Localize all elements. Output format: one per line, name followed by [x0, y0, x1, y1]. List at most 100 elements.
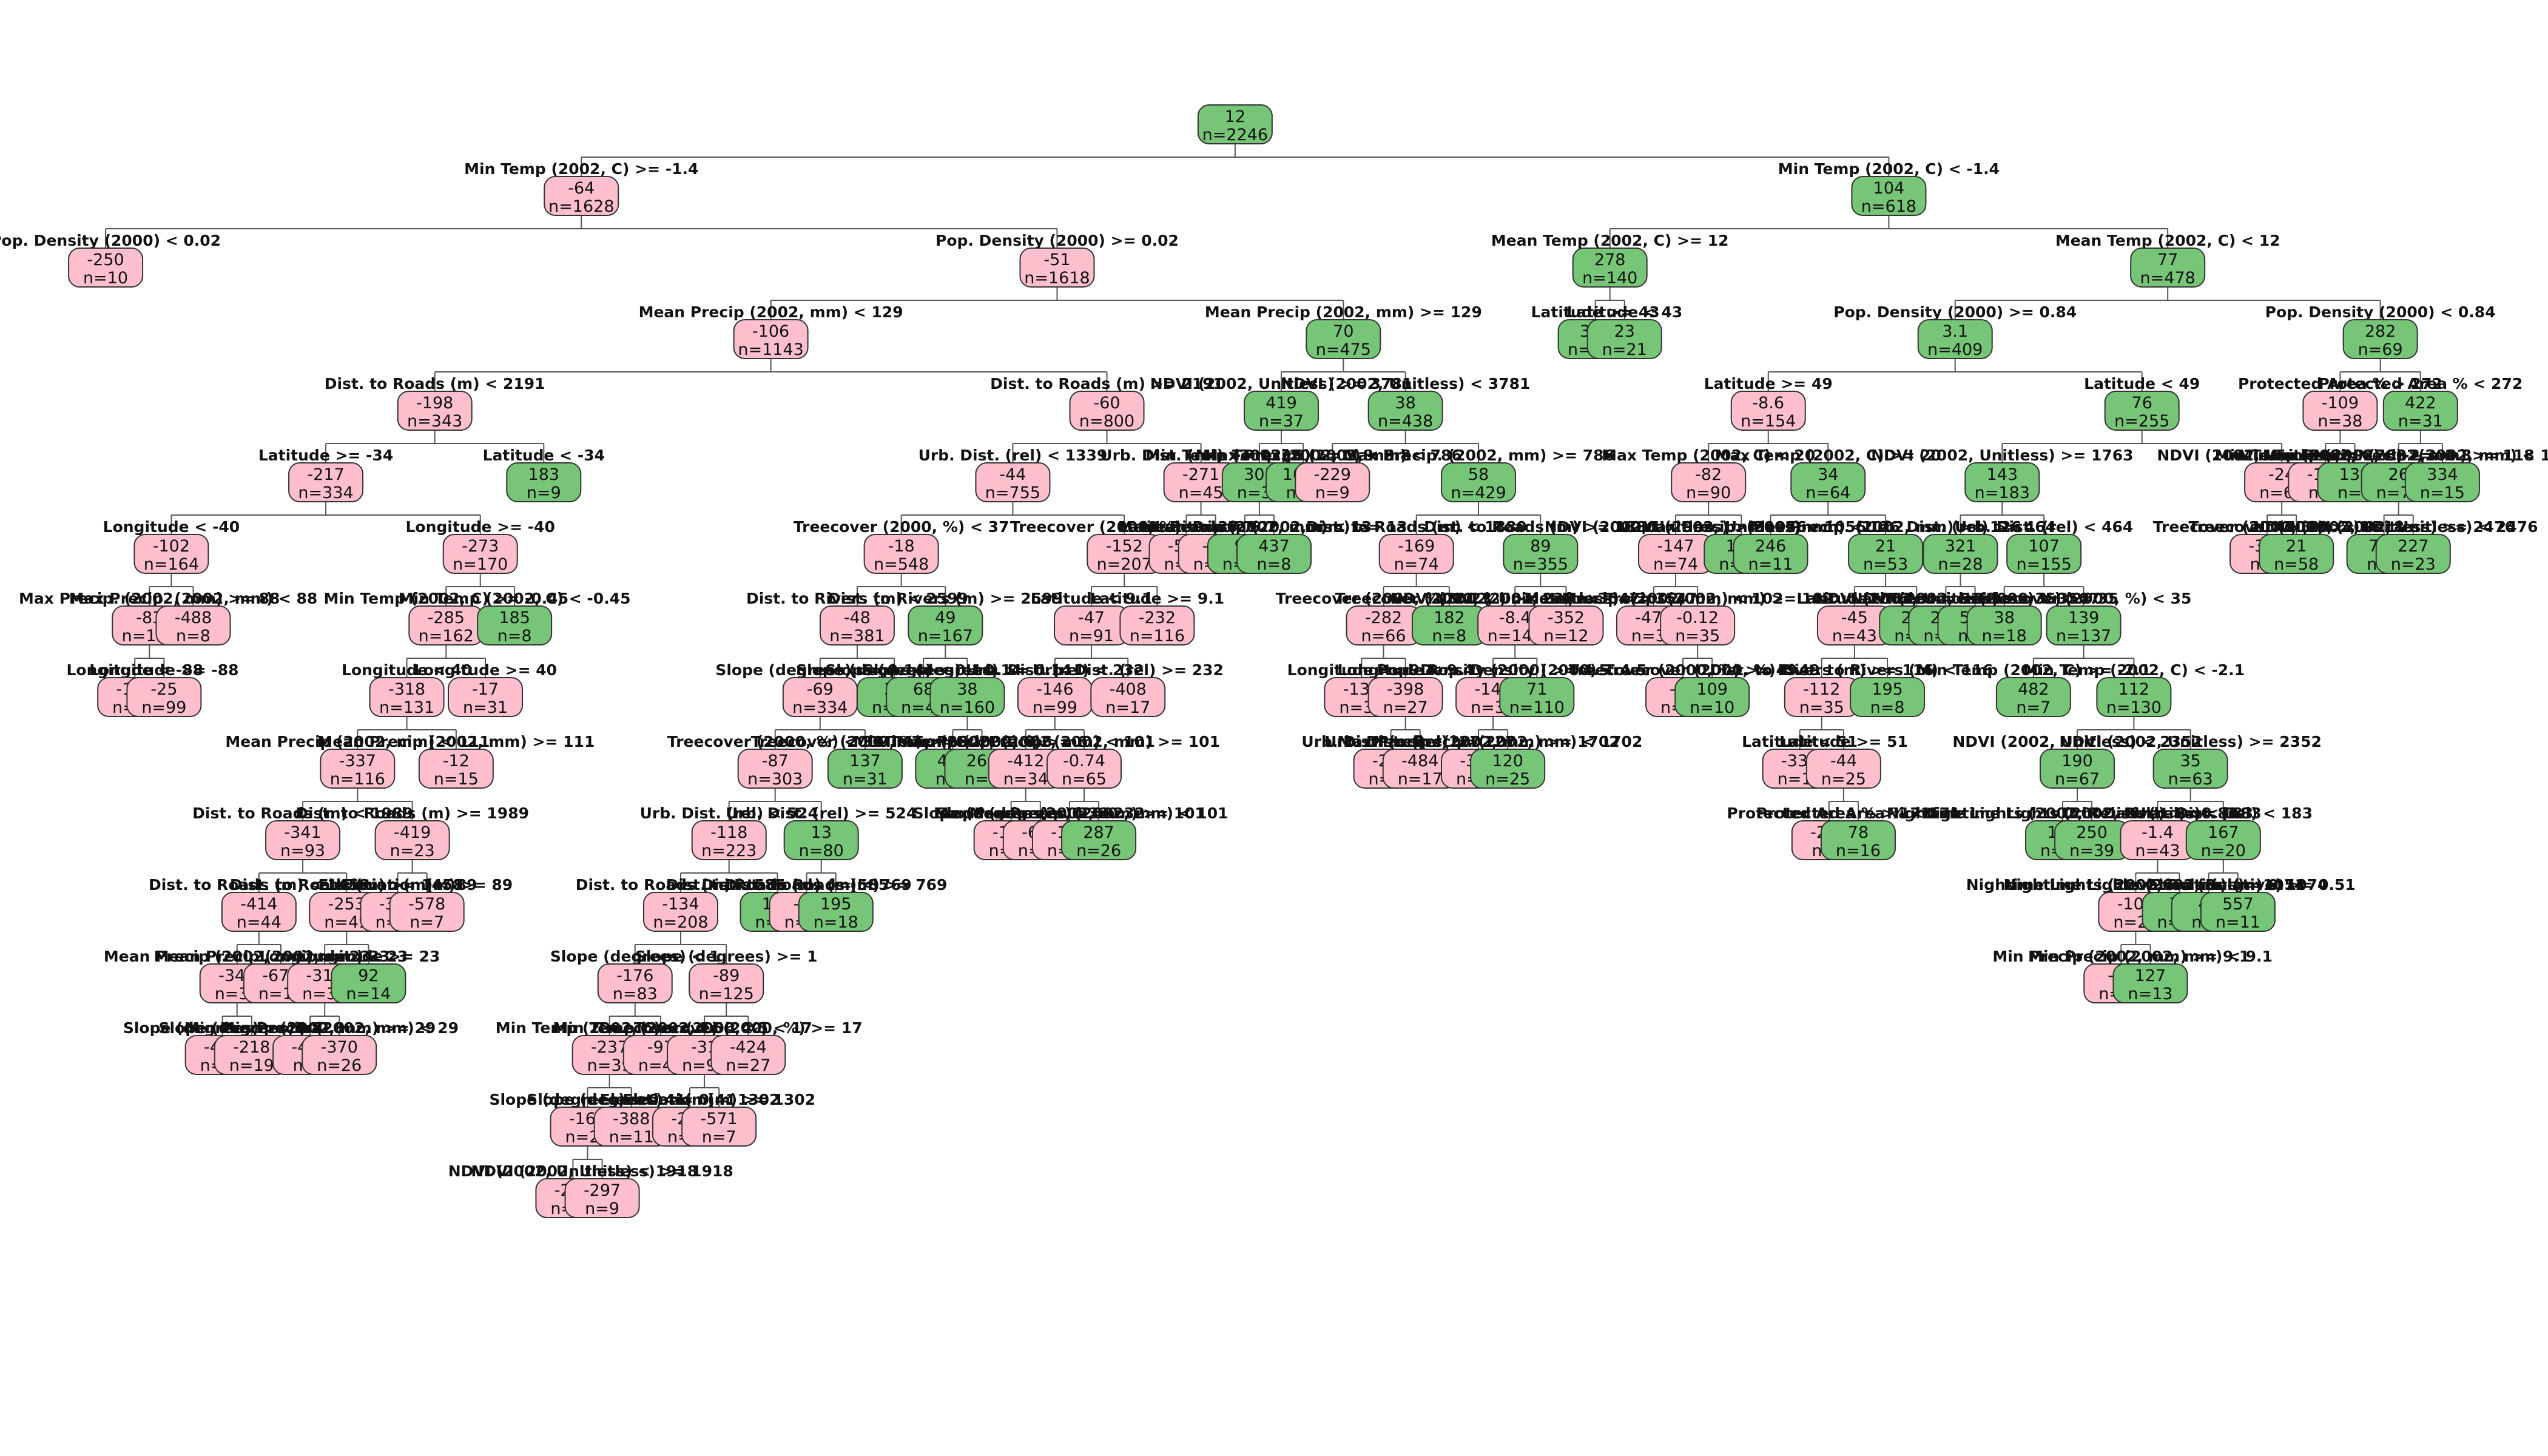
split-node: -1.4n=43	[2120, 820, 2196, 860]
split-condition-label: Min Temp (2002, C) >= -2.1	[1916, 661, 2151, 679]
branch-connector	[774, 716, 866, 749]
split-condition-label: Latitude >= 51	[1779, 733, 1908, 750]
node-count: n=26	[317, 1056, 362, 1075]
node-value: 334	[2427, 465, 2458, 484]
node-value: 419	[1266, 394, 1297, 413]
node-box	[2006, 534, 2082, 574]
node-count: n=343	[407, 412, 462, 431]
split-condition-label: Max Precip. (2002, mm) < 88	[69, 590, 318, 607]
node-count: n=334	[792, 698, 848, 717]
branch-connector	[1281, 359, 1406, 391]
node-box	[597, 963, 673, 1003]
split-condition-label: Treecover (2000, %) < 37	[794, 518, 1009, 536]
split-condition-label: Dist. to Roads (m) >= 769	[724, 876, 947, 894]
node-value: 58	[1468, 465, 1489, 484]
leaf-node: -12n=15	[418, 749, 494, 789]
branch-connector	[357, 716, 457, 749]
node-value: -0.74	[1063, 752, 1105, 770]
split-condition-label: Dist. to Rivers (m) < 2599	[746, 590, 968, 607]
node-value: -8.6	[1752, 394, 1784, 413]
branch-connector	[221, 1003, 252, 1036]
node-count: n=28	[1938, 555, 1983, 574]
node-count: n=65	[1062, 770, 1107, 789]
branch-connector	[1945, 573, 1976, 606]
node-box	[1090, 677, 1166, 717]
node-count: n=15	[434, 770, 479, 789]
node-box	[798, 892, 874, 932]
node-box	[369, 677, 445, 717]
node-count: n=800	[1079, 412, 1134, 431]
node-value: -17	[472, 680, 499, 699]
branch-connector	[952, 716, 983, 749]
node-count: n=35	[1675, 627, 1720, 645]
node-count: n=83	[613, 985, 658, 1003]
split-condition-label: Slope (degrees) >= 0.41	[527, 1091, 736, 1108]
node-box	[1730, 391, 1806, 431]
node-value: -25	[150, 680, 177, 699]
split-condition-label: Max Temp (2002, C) >= 20	[1715, 447, 1941, 464]
node-box	[975, 462, 1051, 502]
node-box	[819, 605, 895, 645]
node-count: n=2246	[1202, 126, 1268, 144]
node-box	[2302, 391, 2378, 431]
split-condition-label: Dist. to Roads (m) >= 1989	[295, 804, 529, 822]
node-count: n=116	[330, 770, 385, 789]
split-condition-label: Min Temp (2002, C) < -2.1	[2023, 661, 2245, 679]
split-condition-label: Max Precip. (2002, mm) >= 118	[2263, 447, 2535, 464]
branch-connector	[1821, 645, 1889, 678]
branch-connector	[1415, 502, 1542, 534]
node-box	[1441, 462, 1517, 502]
split-condition-label: NDVI (2002, Unitless) >= 1763	[1871, 447, 2133, 464]
node-count: n=409	[1927, 340, 1983, 359]
branch-connector	[1828, 788, 1859, 821]
branch-connector	[856, 573, 946, 606]
split-node: -8.6n=154	[1730, 391, 1806, 431]
node-value: 12	[1225, 107, 1245, 126]
split-condition-label: Max Precip. (2002, mm) >= 101	[934, 804, 1205, 822]
node-value: 38	[1994, 608, 2015, 627]
branch-connector	[1054, 645, 1129, 678]
node-box	[1503, 534, 1579, 574]
split-condition-label: Treecover (2000, %) >= 49	[1569, 661, 1798, 679]
split-condition-label: Min Temp (2002, C) < 4.5	[553, 1019, 768, 1037]
node-count: n=131	[379, 698, 434, 717]
branch-connector	[1383, 573, 1450, 606]
node-count: n=130	[2106, 698, 2162, 717]
branch-connector	[309, 1003, 340, 1036]
node-box	[2104, 391, 2180, 431]
split-condition-label: Treecover (2000, %) >= 23	[1335, 590, 1564, 607]
branch-connector	[634, 931, 727, 964]
node-value: -0.12	[1676, 608, 1719, 627]
node-count: n=19	[229, 1056, 274, 1075]
node-value: -18	[888, 537, 915, 556]
node-count: n=8	[1257, 555, 1292, 574]
node-value: -398	[1387, 680, 1424, 699]
node-box	[1733, 534, 1808, 574]
split-condition-label: Pop. Density (2000) >= 0.84	[1833, 303, 2077, 321]
split-condition-label: Elevation (m) < 1302	[600, 1091, 780, 1108]
branch-connector	[2003, 573, 2085, 606]
node-value: -282	[1365, 608, 1402, 627]
split-condition-label: Urb. Dist. (rel) >= 232	[1033, 661, 1224, 679]
split-condition-label: Max Precip. (2002, mm) < 1702	[1373, 733, 1642, 750]
split-condition-label: Urb. Dist. (rel) < 464	[1955, 518, 2133, 536]
split-condition-label: Pop. Density (2000) >= 4.5	[1377, 661, 1609, 679]
split-condition-label: Latitude < 49	[2084, 375, 2200, 393]
node-count: n=303	[747, 770, 803, 789]
split-condition-label: Nightime Lights (2002, Relative) < 0.83	[1923, 804, 2262, 822]
node-box	[68, 248, 144, 288]
branch-connector	[923, 645, 968, 678]
branch-connector	[134, 645, 165, 678]
node-box	[2152, 749, 2228, 789]
node-count: n=1618	[1024, 269, 1090, 288]
node-value: -48	[844, 608, 871, 627]
